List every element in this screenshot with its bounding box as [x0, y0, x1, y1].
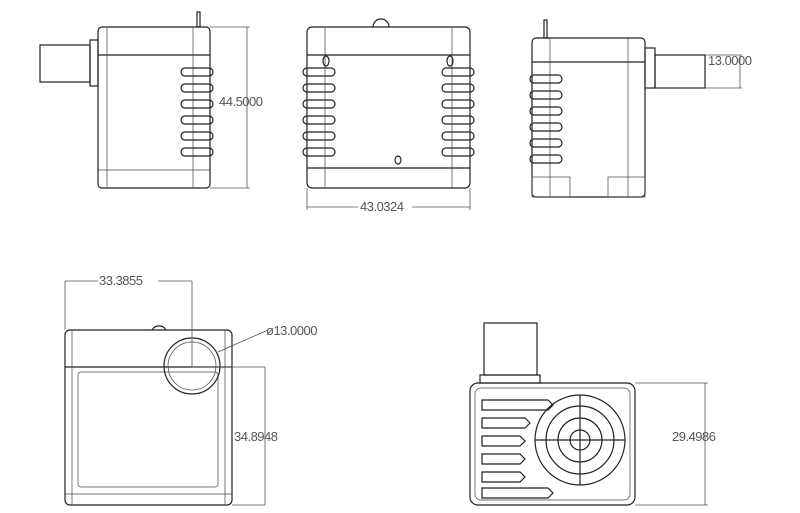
dimension-nozzle-offset: 33.3855	[99, 273, 143, 288]
inlet-arrows	[481, 399, 554, 499]
dimension-bottom-depth: 29.4986	[672, 429, 716, 444]
fan-grille	[534, 394, 626, 486]
dimension-nozzle-diameter: ø13.0000	[266, 323, 317, 338]
vent-slots	[180, 67, 214, 157]
top-view	[64, 280, 269, 506]
dimension-front-width: 43.0324	[360, 199, 404, 214]
vent-slots	[529, 74, 563, 164]
dimension-top-depth: 34.8948	[234, 429, 278, 444]
front-view	[302, 18, 475, 210]
dimension-nozzle-diameter-side: 13.0000	[708, 53, 752, 68]
vent-slots	[302, 67, 475, 157]
dimension-side-height: 44.5000	[219, 94, 263, 109]
side-view-right	[529, 19, 742, 198]
side-view-left	[39, 11, 250, 189]
bottom-view	[469, 322, 708, 506]
